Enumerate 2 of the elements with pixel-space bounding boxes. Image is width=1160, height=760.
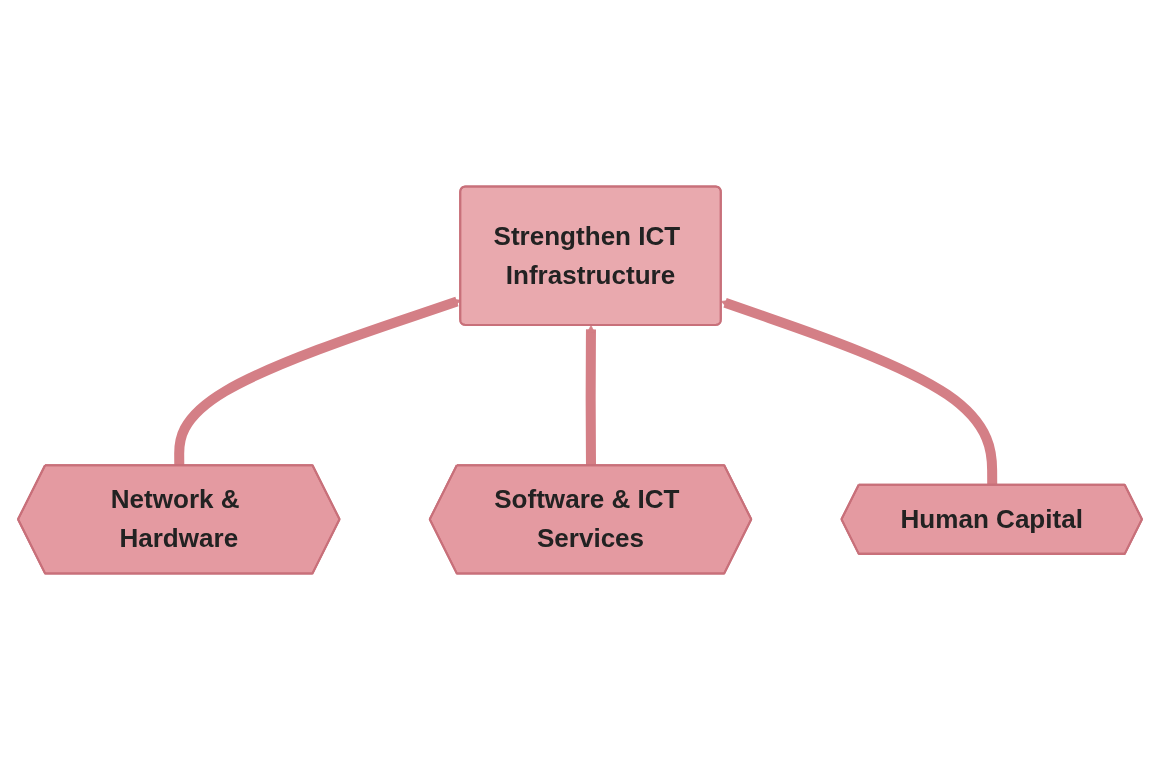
arrow [585, 325, 596, 466]
arrow [720, 298, 998, 486]
